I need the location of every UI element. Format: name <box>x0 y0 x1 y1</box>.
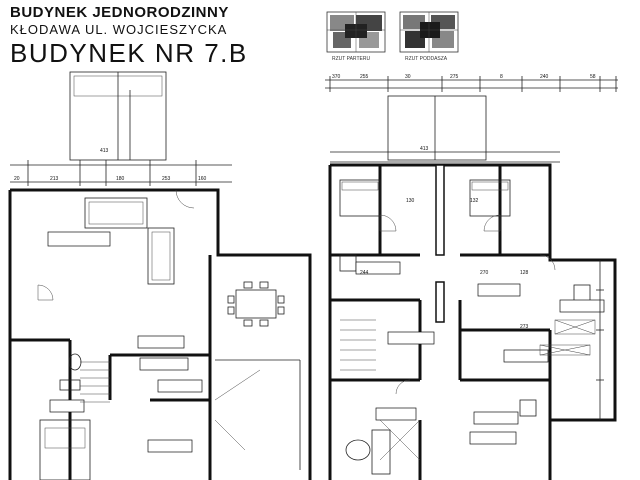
dim-left-5: 160 <box>198 176 207 182</box>
ground-floor-thumbnail <box>326 11 386 53</box>
dim-left-3: 180 <box>116 176 125 182</box>
dim-top-1: 255 <box>360 74 369 80</box>
top-dimension-chain <box>325 76 618 92</box>
dim-right-2: 270 <box>480 270 489 276</box>
dim-left-1: 20 <box>14 176 20 182</box>
dim-top-6: 58 <box>590 74 596 80</box>
ground-floor-thumbnail-label: RZUT PARTERU <box>332 56 371 62</box>
dim-right-5: 132 <box>470 198 479 204</box>
dim-left-4: 253 <box>162 176 171 182</box>
dim-top-0: 370 <box>332 74 341 80</box>
right-floor-plan <box>328 95 617 480</box>
title-building-type: BUDYNEK JEDNORODZINNY <box>10 4 229 21</box>
left-floor-plan <box>8 71 312 480</box>
dim-top-3: 275 <box>450 74 459 80</box>
dim-right-0: 413 <box>420 146 429 152</box>
dim-right-6: 273 <box>520 324 529 330</box>
attic-thumbnail-label: RZUT PODDASZA <box>405 56 448 62</box>
dim-right-1: 130 <box>406 198 415 204</box>
title-location: KŁODAWA UL. WOJCIESZYCKA <box>10 22 228 37</box>
dim-left-2: 213 <box>50 176 59 182</box>
dim-top-5: 240 <box>540 74 549 80</box>
dim-right-3: 128 <box>520 270 529 276</box>
attic-thumbnail <box>399 11 459 53</box>
dim-top-2: 30 <box>405 74 411 80</box>
dim-right-4: 244 <box>360 270 369 276</box>
title-building-number: BUDYNEK NR 7.B <box>10 38 248 68</box>
dim-left-0: 413 <box>100 148 109 154</box>
dim-top-4: 8 <box>500 74 503 80</box>
